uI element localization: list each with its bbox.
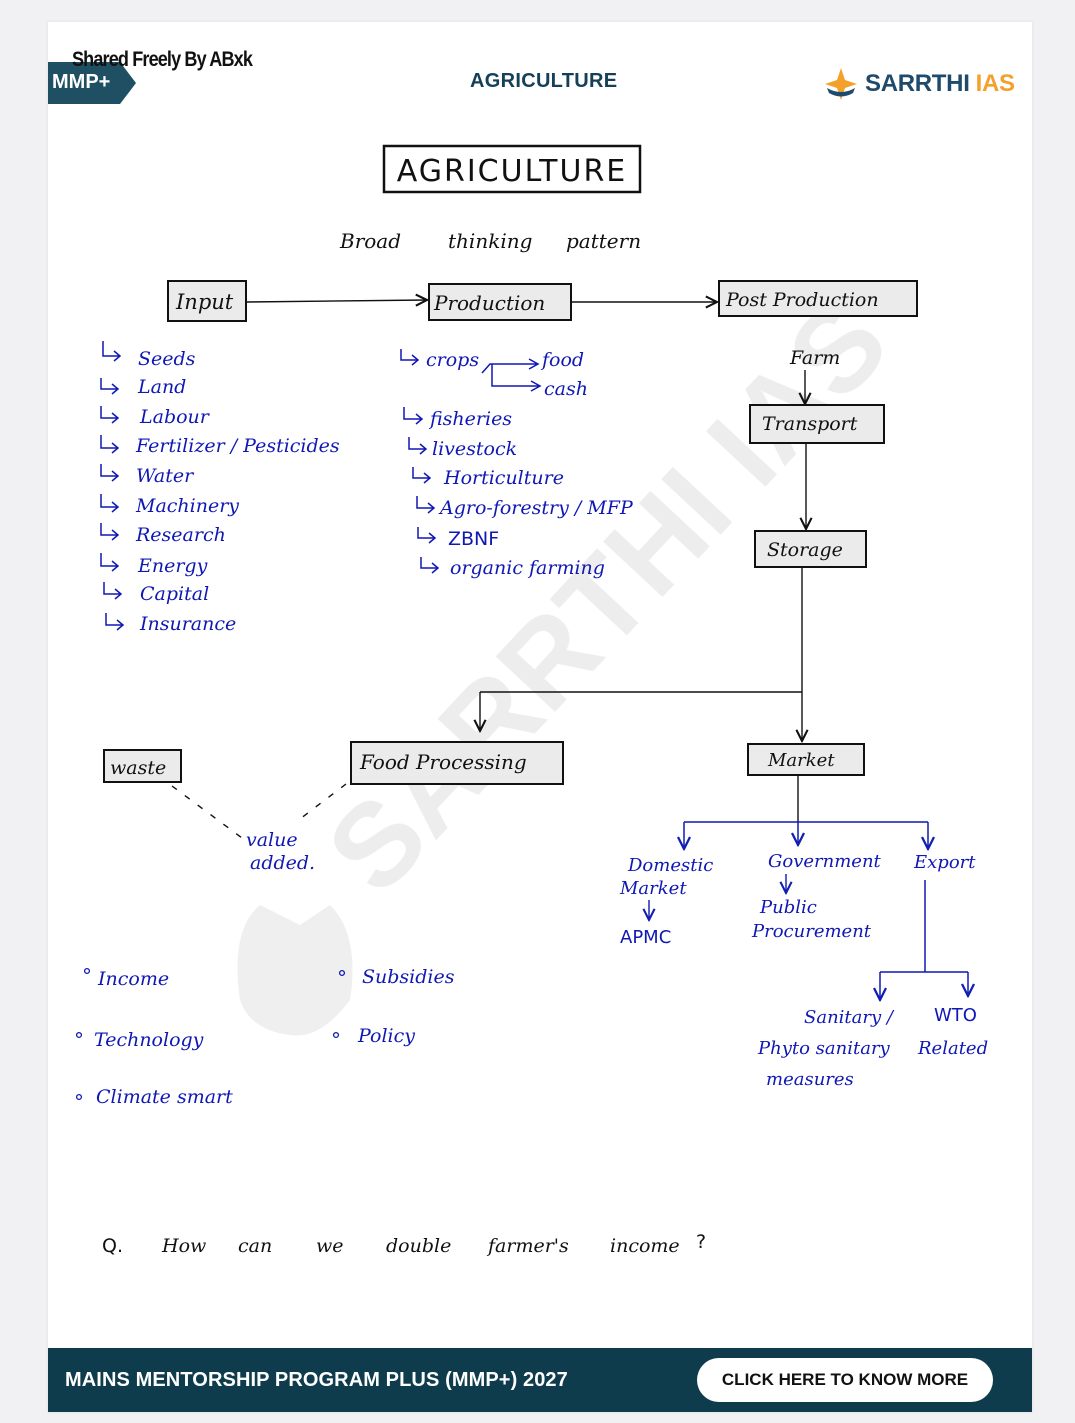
apmc-label: APMC [620,927,671,948]
question-word: farmer's [486,1235,569,1257]
production-list: crops food cash fisheries livestock Hort… [400,349,634,579]
production-item: Agro-forestry / MFP [438,497,634,519]
production-item: livestock [432,438,517,460]
input-box [167,280,247,322]
storage-label: Storage [767,539,843,561]
subtitle-word-2: thinking [448,229,532,253]
production-item: fisheries [428,408,512,430]
transport-label: Transport [762,413,858,435]
input-item: Water [136,465,195,487]
badge-label: MMP+ [52,71,111,93]
mmp-badge: MMP+ [48,62,136,104]
dashed-waste [171,785,243,839]
post-production-box [718,280,918,317]
question-mark: ? [696,1231,706,1253]
question-word: income [610,1235,680,1257]
input-item: Machinery [135,495,239,517]
arrow-input-production [246,300,427,302]
domestic-label: Domestic [627,855,713,876]
sps-line-2: Phyto sanitary [757,1038,891,1059]
production-box [428,283,572,321]
brand-name: SARRTHI [865,70,970,97]
storage-box [754,530,867,568]
footer-banner: MAINS MENTORSHIP PROGRAM PLUS (MMP+) 202… [48,1348,1032,1412]
badge-shape [48,62,136,104]
added-label: added. [250,852,315,874]
production-label: Production [433,291,545,315]
brand-suffix: IAS [975,70,1015,97]
market-label: Market [767,750,835,771]
sps-line-1: Sanitary / [804,1007,895,1028]
value-label: value [246,829,298,851]
wto-label: WTO [934,1005,977,1026]
subtitle-word-1: Broad [339,229,401,253]
input-item: Insurance [139,613,236,635]
production-crops: crops [426,349,479,371]
food-processing-label: Food Processing [359,750,527,774]
export-label: Export [913,852,976,873]
production-item: Horticulture [443,467,564,489]
input-item: Land [137,376,186,398]
subtitle-word-3: pattern [566,229,641,253]
star-logo-icon [825,68,857,100]
sps-line-3: measures [766,1069,854,1090]
header-title: AGRICULTURE [470,70,618,92]
bullet-climate: Climate smart [96,1086,233,1108]
input-item: Seeds [138,348,196,370]
farm-label: Farm [789,347,840,369]
production-food: food [540,349,584,371]
procurement-label: Procurement [751,921,872,942]
production-cash: cash [544,378,588,400]
related-label: Related [917,1038,988,1059]
bullet-subsidies: Subsidies [362,966,455,988]
transport-box [749,404,885,444]
footer-program-text: MAINS MENTORSHIP PROGRAM PLUS (MMP+) 202… [65,1369,568,1391]
waste-label: waste [110,757,166,779]
bullet-policy: Policy [357,1025,415,1047]
bullet-technology: Technology [94,1029,204,1051]
market-word-label: Market [619,878,687,899]
post-production-label: Post Production [725,289,879,311]
bullet-income: Income [97,968,169,990]
production-item: organic farming [450,557,605,579]
input-item: Fertilizer / Pesticides [135,435,340,457]
input-item: Capital [140,583,209,605]
question-word: can [238,1235,272,1257]
question-q: Q. [102,1235,123,1257]
question-word: How [161,1235,206,1257]
main-title: AGRICULTURE [397,154,628,189]
question-word: we [316,1235,344,1257]
dashed-food [295,783,347,823]
food-processing-box [350,741,564,785]
input-item: Research [135,524,226,546]
question-word: double [386,1235,451,1257]
shared-note: Shared Freely By ABxk [72,48,253,71]
main-title-box [382,144,642,194]
document-page [48,22,1032,1412]
public-label: Public [759,897,817,918]
market-box [747,743,865,776]
input-item: Labour [139,406,211,428]
input-label: Input [175,290,234,314]
input-item: Energy [137,555,208,577]
government-label: Government [768,851,882,872]
production-item: ZBNF [448,528,499,550]
know-more-button[interactable]: CLICK HERE TO KNOW MORE [697,1358,993,1402]
waste-box [103,749,182,783]
input-list: Seeds Land Labour Fertilizer / Pesticide… [100,341,340,635]
